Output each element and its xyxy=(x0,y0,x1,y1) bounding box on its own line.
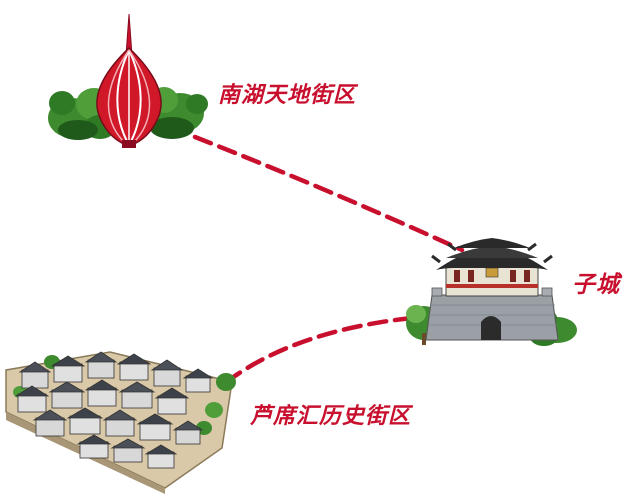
tree-cluster-icon xyxy=(13,355,236,435)
label-luxihui: 芦席汇历史街区 xyxy=(250,404,412,429)
route-zicheng-to-lupai xyxy=(229,315,415,381)
building-row-4 xyxy=(76,434,178,469)
label-zicheng: 子城 xyxy=(572,272,620,298)
city-gate-icon xyxy=(406,238,577,346)
building-row-1 xyxy=(18,351,214,393)
route-nanhu-to-zicheng xyxy=(192,134,465,253)
red-lantern-sculpture-icon xyxy=(48,13,208,148)
label-nanhu-tiandi: 南湖天地街区 xyxy=(218,83,357,108)
old-town-block-icon xyxy=(5,351,236,494)
building-row-3 xyxy=(32,407,204,445)
building-row-2 xyxy=(14,379,190,415)
